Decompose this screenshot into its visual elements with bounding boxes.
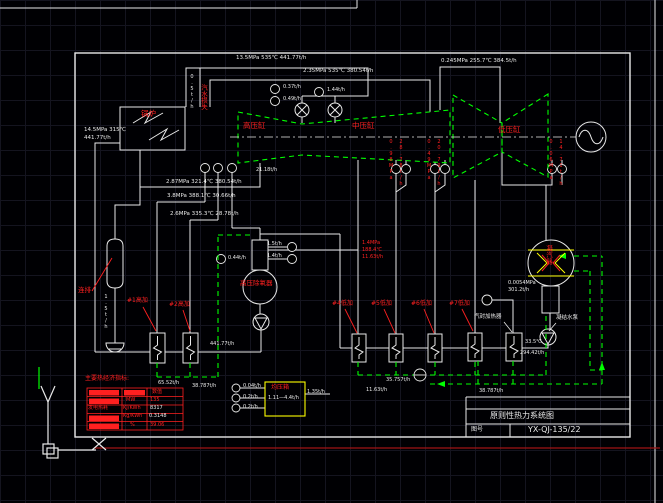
drawing-number: YX-QJ-135/22 xyxy=(528,425,581,434)
condenser-label: 凝汽器 xyxy=(544,245,553,265)
condenser-tube-bundle xyxy=(528,249,574,277)
heater1-label: #1高加 xyxy=(127,297,148,304)
loss-flow-value: 0.5t/h xyxy=(189,74,195,110)
condenser-pressure: 0.0054MPa xyxy=(508,280,536,286)
deaerator-vent1-flow: 1.5t/h xyxy=(267,241,282,247)
gland-heater-label: 汽封加热器 xyxy=(474,314,502,320)
drawing-title: 原则性热力系统图 xyxy=(490,411,554,420)
extB-flow: 20.79t/h xyxy=(436,139,442,187)
steam-water-loss-label: 汽水损失 xyxy=(199,84,208,110)
equalizing-box-outline xyxy=(264,381,306,417)
heater2-label: #2高加 xyxy=(169,301,190,308)
flow-meter-value: 0.44t/h xyxy=(228,255,246,261)
lp-drain3-flow: 35.757t/h xyxy=(386,377,411,383)
indicator-row4-value: 39.06 xyxy=(150,422,165,428)
boiler-label: 锅炉 xyxy=(141,109,156,118)
indicator-table-title: 主要热经济指标: xyxy=(85,375,130,382)
indicator-row2-unit: KJ/KWh xyxy=(123,405,141,411)
condensate-out-flow: 294.42t/h xyxy=(520,350,545,356)
ucs-axis-icon xyxy=(40,385,107,459)
equipment-symbols xyxy=(105,102,607,364)
indicator-table-filled-cells xyxy=(89,390,145,429)
indicator-row4-unit: % xyxy=(130,422,135,428)
indicator-table-grid xyxy=(86,387,184,431)
blowdown-flow-value: 1.5t/h xyxy=(103,294,109,330)
drawing-no-label: 图号 xyxy=(471,426,484,433)
inst2-value: 0.49t/h xyxy=(283,96,301,102)
feedwater-flow: 441.77t/h xyxy=(84,135,111,141)
heater5-label: #5低加 xyxy=(371,300,392,307)
hp-exhaust-params: 2.87MPa 321.4℃ 380.54t/h xyxy=(166,179,242,185)
heater6-label: #6低加 xyxy=(411,300,432,307)
indicator-row2-value: 8317 xyxy=(150,405,163,411)
hp-drain1-flow: 65.52t/h xyxy=(158,380,180,386)
lp-drain2-flow: 38.787t/h xyxy=(479,388,504,394)
deaerator-label: 高压除氧器 xyxy=(240,279,273,287)
indicator-header-value: 数值 xyxy=(152,389,163,395)
deaerator-inlet-temp: 188.4℃ xyxy=(362,247,382,253)
deaerator-inlet-flow: 11.63t/h xyxy=(362,254,384,260)
gland2-flow: 0.2t/h xyxy=(243,394,258,400)
crossover-params: 0.245MPa 255.7℃ 384.5t/h xyxy=(441,58,517,64)
heater4-label: #4低加 xyxy=(332,300,353,307)
steam-water-piping xyxy=(94,66,563,409)
indicator-row2-name: 发电热耗 xyxy=(88,405,109,411)
feedwater-total-flow: 441.77t/h xyxy=(210,341,235,347)
label-leader-lines xyxy=(91,257,474,334)
instrument-bubbles xyxy=(200,84,567,413)
flow-arrows xyxy=(437,253,605,387)
blowdown-label: 连排 xyxy=(78,286,91,294)
indicator-row3-unit: Kg/KWh xyxy=(123,413,143,419)
deaerator-inlet-pressure: 1.4MPa xyxy=(362,240,381,246)
indicator-row3-value: 0.3148 xyxy=(149,413,167,419)
indicator-row1-value: 135 xyxy=(150,397,160,403)
lp-cylinder-label: 低压缸 xyxy=(498,125,521,134)
extraction2-params: 2.6MPa 335.3℃ 28.78t/h xyxy=(170,211,239,217)
extB-pressure: 0.49MPa xyxy=(426,139,432,181)
equalizing-box-label: 均压箱 xyxy=(271,384,290,391)
gland3-flow: 0.2t/h xyxy=(243,404,258,410)
extA-pressure: 0.98MPa xyxy=(388,139,394,181)
extC-flow: 14.71t/h xyxy=(558,139,564,187)
drain-cooler-symbol xyxy=(413,368,427,382)
gland-leak-value: 21.18t/h xyxy=(256,167,278,173)
equalizing-box-out: 1.35t/h xyxy=(307,389,325,395)
feedwater-pressure: 14.5MPa 315℃ xyxy=(84,127,126,133)
hp-drain2-flow: 38.787t/h xyxy=(192,383,217,389)
inst1-value: 0.37t/h xyxy=(283,84,301,90)
drawing-frame xyxy=(74,52,631,438)
white-leader-lines xyxy=(503,321,557,333)
condenser-flow: 301.2t/h xyxy=(508,287,530,293)
extC-pressure: 0.06MPa xyxy=(548,139,554,181)
turbine-outline-and-drains xyxy=(156,93,603,385)
title-block-grid xyxy=(465,396,630,437)
main-steam-params: 13.5MPa 535℃ 441.77t/h xyxy=(236,55,307,61)
hot-reheat-params: 2.35MPa 535℃ 380.54t/h xyxy=(303,68,374,74)
hp-cylinder-label: 高压缸 xyxy=(243,121,266,130)
indicator-row1-unit: MW xyxy=(126,397,136,403)
ip-cylinder-label: 中压缸 xyxy=(352,121,375,130)
lp-drain1-flow: 11.63t/h xyxy=(366,387,388,393)
condensate-pump-label: 凝结水泵 xyxy=(556,315,579,321)
gland1-flow: 0.04t/h xyxy=(243,383,261,389)
heater7-label: #7低加 xyxy=(449,300,470,307)
extA-flow: 28.78t/h xyxy=(398,139,404,187)
deaerator-vent2-flow: 1.4t/h xyxy=(267,253,282,259)
extraction1-params: 3.8MPa 388.1℃ 30.66t/h xyxy=(167,193,236,199)
equalizing-box-range: 1.11—4.4t/h xyxy=(268,395,299,401)
condensate-temp: 33.5℃ xyxy=(525,339,542,345)
inst3-value: 1.44t/h xyxy=(327,87,345,93)
